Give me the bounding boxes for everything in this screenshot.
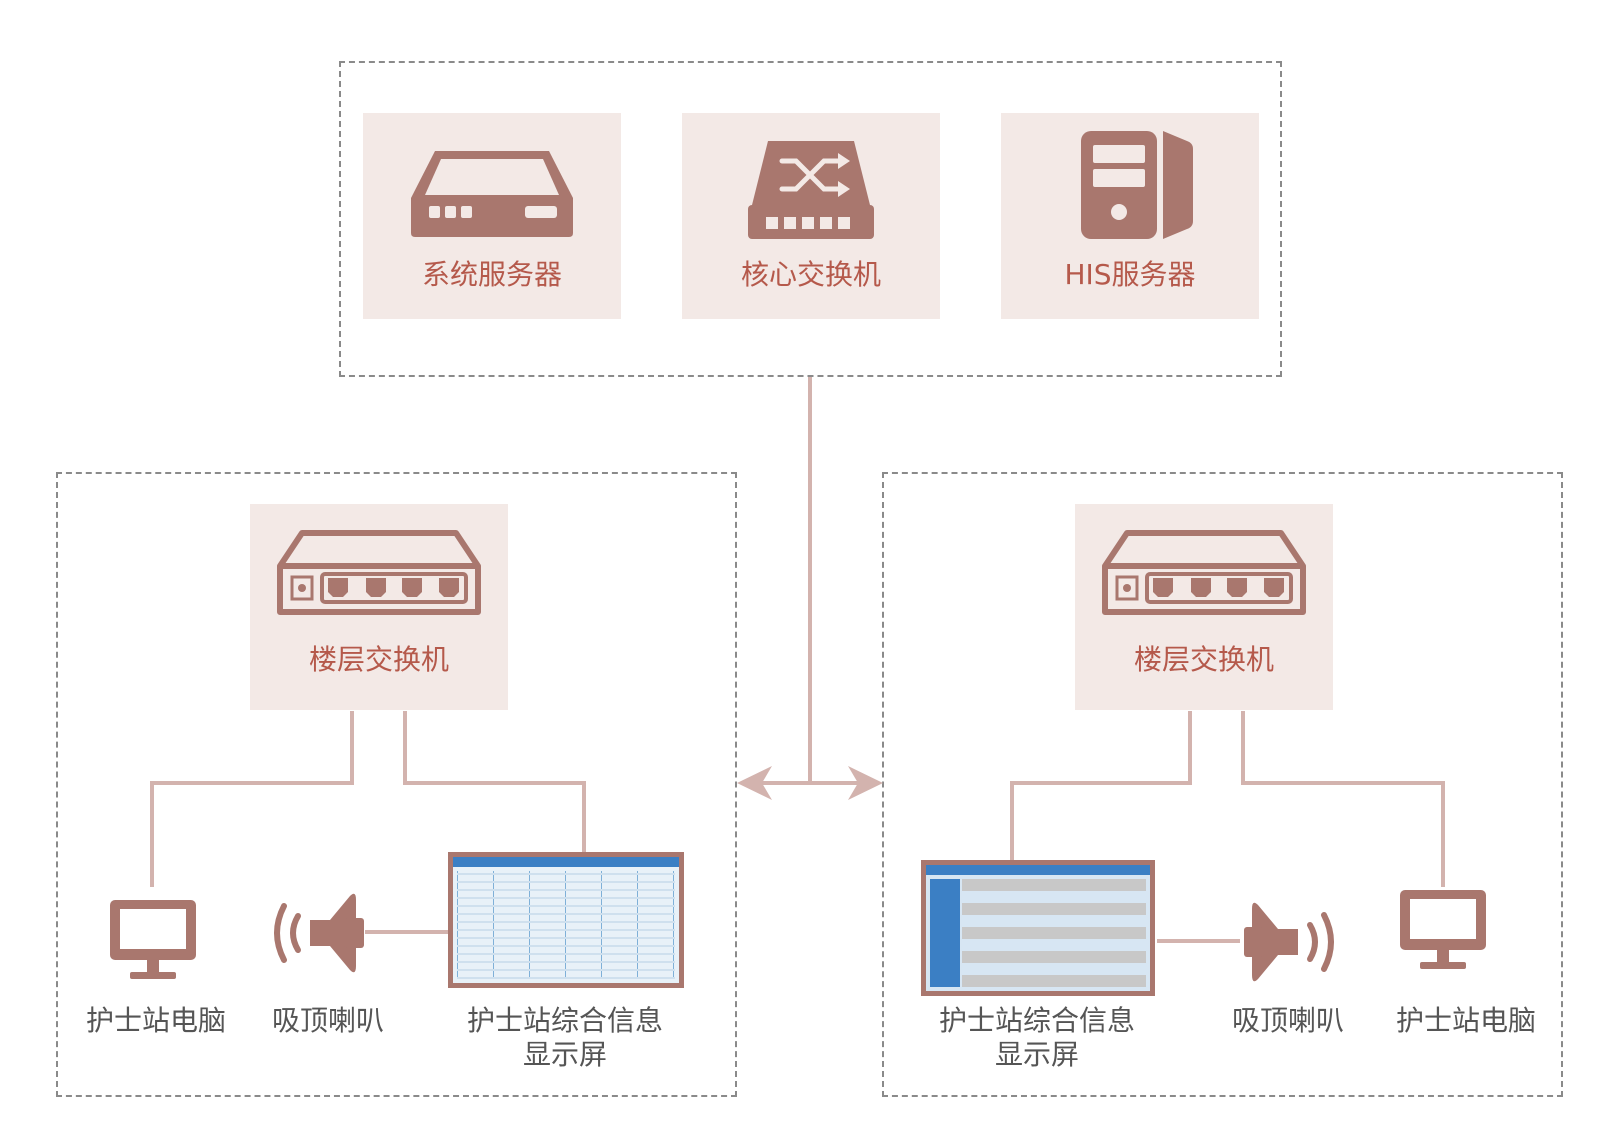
left-display-label: 护士站综合信息 显示屏	[450, 1004, 680, 1072]
tower-pc-icon	[1081, 131, 1193, 239]
right-display-label: 护士站综合信息 显示屏	[922, 1004, 1152, 1072]
floor-switch-icon	[1102, 530, 1306, 615]
system-server-label: 系统服务器	[421, 258, 562, 291]
left-display-label-line2: 显示屏	[522, 1038, 607, 1071]
monitor-icon	[110, 900, 196, 979]
core-switch-card: 核心交换机	[682, 113, 940, 319]
right-display-link	[1010, 711, 1192, 865]
server-box-icon	[411, 151, 573, 237]
right-speaker-label: 吸顶喇叭	[1231, 1004, 1344, 1037]
right-floor-group	[882, 472, 1563, 1097]
left-floor-switch-card: 楼层交换机	[250, 504, 508, 710]
right-floor-switch-label: 楼层交换机	[1133, 643, 1274, 676]
his-server-label: HIS服务器	[1064, 258, 1196, 291]
info-display-screen	[448, 852, 684, 988]
left-display-label-line1: 护士站综合信息	[466, 1004, 663, 1037]
left-floor-switch-label: 楼层交换机	[308, 643, 449, 676]
right-pc-link	[1241, 711, 1445, 887]
info-display-screen	[921, 860, 1155, 996]
right-display-label-line1: 护士站综合信息	[938, 1004, 1135, 1037]
switch-shuffle-icon	[748, 141, 874, 239]
right-floor-switch-card: 楼层交换机	[1075, 504, 1333, 710]
left-floor-group	[56, 472, 737, 1097]
floor-switch-icon	[277, 530, 481, 615]
system-server-card: 系统服务器	[363, 113, 621, 319]
core-switch-label: 核心交换机	[740, 258, 881, 291]
left-display-link	[403, 711, 586, 858]
left-pc-label: 护士站电脑	[85, 1004, 226, 1037]
right-pc-label: 护士站电脑	[1395, 1004, 1536, 1037]
left-speaker-label: 吸顶喇叭	[271, 1004, 384, 1037]
his-server-card: HIS服务器	[1001, 113, 1259, 319]
speaker-icon	[1244, 902, 1334, 982]
left-pc-link	[150, 711, 354, 887]
monitor-icon	[1400, 890, 1486, 969]
arrow-left-icon	[737, 766, 772, 800]
arrow-right-icon	[848, 766, 883, 800]
right-display-label-line2: 显示屏	[994, 1038, 1079, 1071]
core-group	[339, 61, 1282, 377]
speaker-icon	[274, 893, 364, 973]
